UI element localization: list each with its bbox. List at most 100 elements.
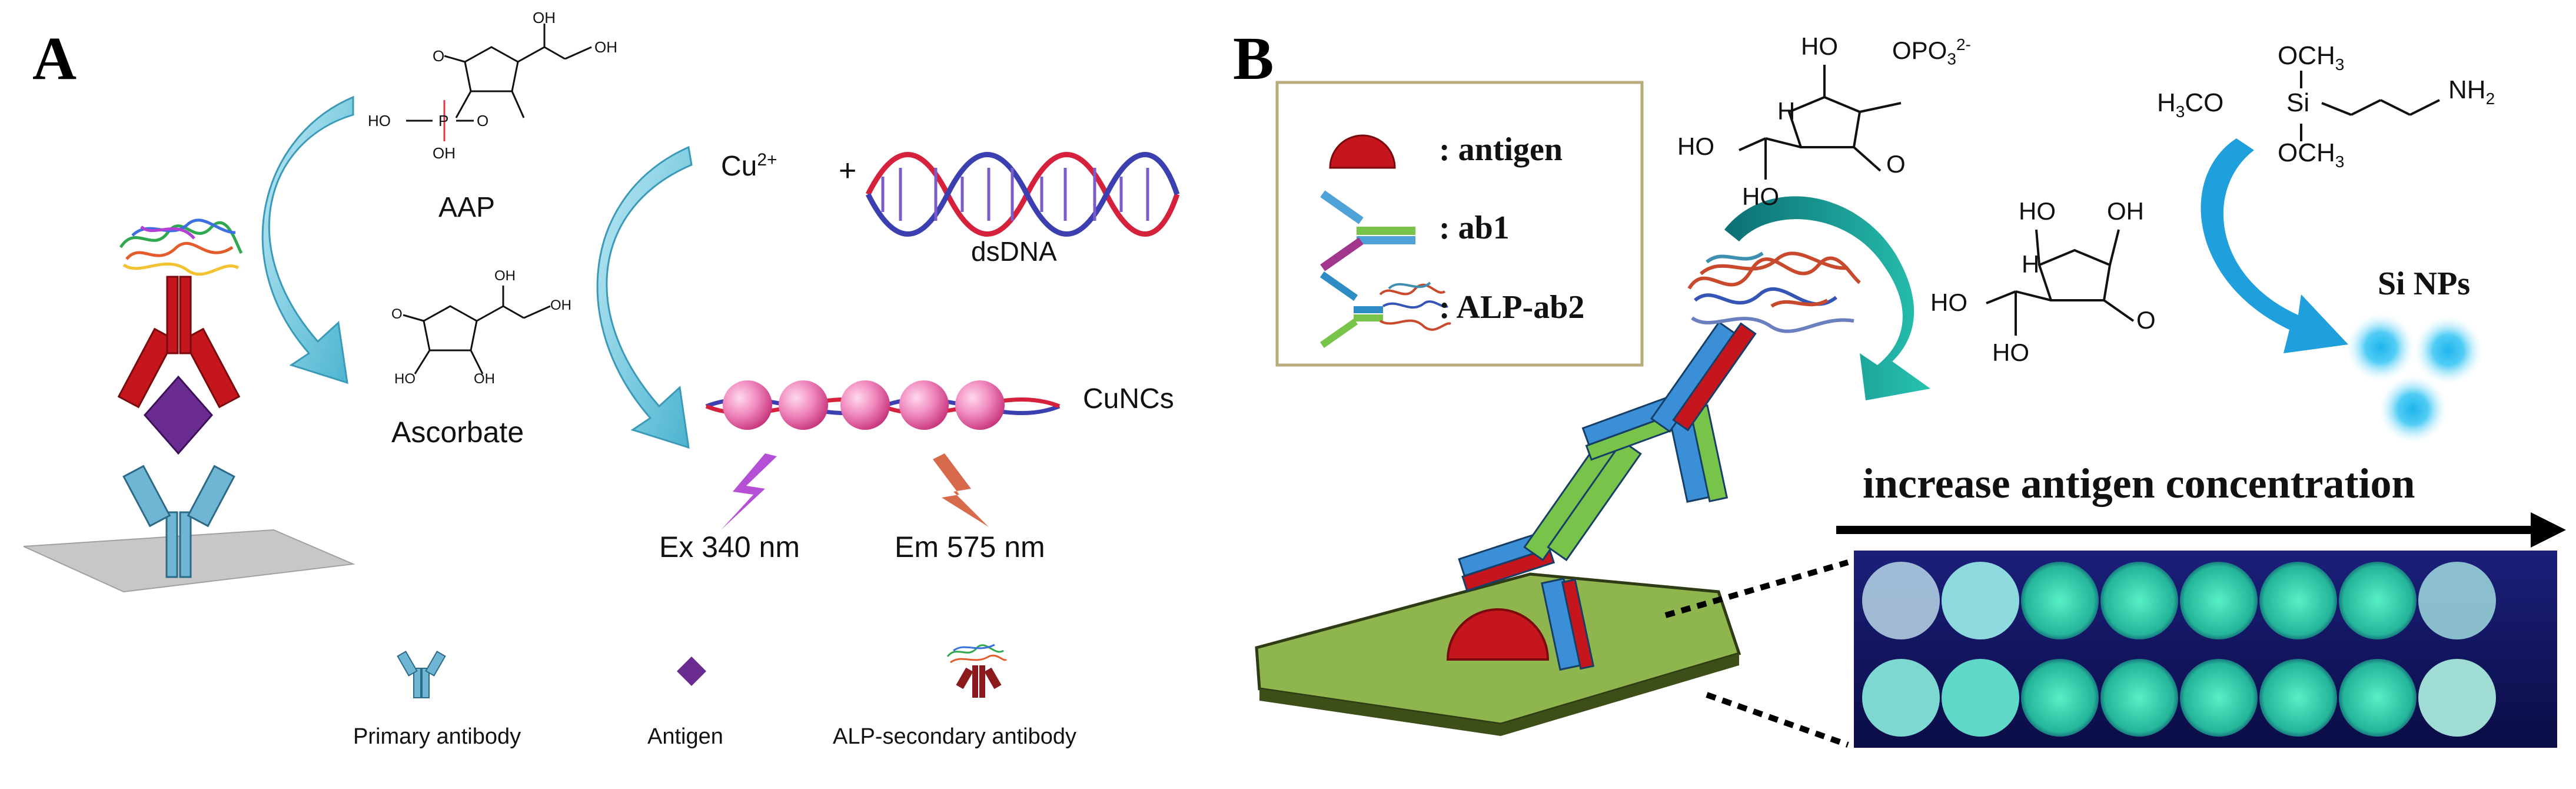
ascb-h: H — [2022, 250, 2040, 278]
ascorbate-structure-a — [403, 286, 551, 374]
legend-box-b — [1275, 81, 1644, 367]
zoom-line-bottom — [1706, 692, 1849, 748]
primary-antibody-capture — [122, 465, 235, 578]
curved-arrow-2 — [596, 145, 693, 449]
aap-ho: HO — [368, 112, 391, 130]
silane-nh2-text: NH — [2448, 75, 2486, 104]
silane-och3-bottom-text: OCH — [2278, 138, 2335, 167]
aapb-opo3-sub: 3 — [1947, 49, 1956, 68]
si-np — [2346, 313, 2415, 382]
legend-antigen-halfdisc — [1329, 134, 1396, 169]
legend-antigen-label: Antigen — [647, 724, 723, 749]
ascb-o: O — [2136, 306, 2156, 334]
silane-h3co: H3CO — [2157, 88, 2223, 121]
silane-h3co-sub: 3 — [2175, 102, 2185, 121]
cuncs-chain — [705, 380, 1061, 430]
cuncs-bead — [779, 380, 828, 430]
secondary-antibody-red — [117, 276, 241, 409]
curved-arrow-1 — [261, 95, 354, 384]
legend-ab1-icon — [1320, 190, 1415, 271]
em-label: Em 575 nm — [895, 531, 1045, 563]
ascorbate-structure-b — [1986, 229, 2135, 336]
alp-ab2-sandwich — [1581, 321, 1757, 503]
cuncs-bead — [840, 380, 890, 430]
legend-b-alp-ab2: : ALP-ab2 — [1439, 289, 1585, 326]
ex-label: Ex 340 nm — [659, 531, 800, 563]
silane-h3co-h: H — [2157, 88, 2176, 117]
asc-oh-2: OH — [550, 297, 571, 313]
aap-oh-top-2: OH — [594, 38, 617, 56]
legend-b-ab1: : ab1 — [1439, 210, 1510, 246]
ascb-ho-left: HO — [1930, 289, 1967, 316]
cu-charge: 2+ — [757, 150, 777, 170]
legend-b-antigen: : antigen — [1439, 131, 1563, 168]
well-row-bottom — [1862, 659, 2496, 737]
asc-ho: HO — [394, 371, 416, 387]
silane-h3co-rest: CO — [2185, 88, 2224, 117]
legend-primary-antibody-icon — [397, 651, 446, 698]
dsdna-helix — [865, 152, 1180, 237]
silane-och3-top-sub: 3 — [2335, 55, 2345, 74]
well-row-top — [1862, 562, 2496, 639]
ascb-ho-lower: HO — [1992, 339, 2029, 366]
aap-oh-bottom: OH — [433, 144, 456, 162]
legend-alp-secondary-label: ALP-secondary antibody — [833, 724, 1077, 749]
aapb-ho-lower: HO — [1742, 183, 1779, 210]
antigen-on-plate — [1446, 608, 1550, 661]
silane-och3-bottom-sub: 3 — [2335, 152, 2345, 171]
aapb-ho-left: HO — [1677, 132, 1714, 160]
concentration-caption: increase antigen concentration — [1863, 460, 2415, 507]
teal-arrow — [1724, 196, 1930, 400]
aapb-o: O — [1886, 150, 1906, 178]
silane-nh2: NH2 — [2448, 75, 2495, 108]
dsdna-label: dsDNA — [971, 236, 1057, 267]
aapb-opo3-sup: 2- — [1956, 35, 1971, 54]
cu-text: Cu — [721, 151, 757, 182]
silane-och3-top-text: OCH — [2278, 41, 2335, 70]
si-nps-label: Si NPs — [2378, 266, 2471, 302]
excitation-bolt — [721, 453, 777, 530]
silane-och3-top: OCH3 — [2278, 41, 2344, 74]
concentration-arrowhead — [2531, 512, 2566, 548]
silane-si: Si — [2286, 88, 2310, 117]
ascorbate-label: Ascorbate — [391, 416, 524, 449]
si-np — [2414, 316, 2482, 384]
panel-b-letter: B — [1233, 25, 1274, 92]
panel-a-letter: A — [32, 25, 77, 92]
ascb-ho: HO — [2019, 197, 2056, 225]
ascb-oh: OH — [2107, 197, 2144, 225]
legend-alp-secondary-icon — [946, 644, 1008, 698]
asc-o: O — [391, 306, 403, 322]
asc-oh-3: OH — [474, 371, 495, 387]
aap-structure-b — [1739, 65, 1902, 180]
cuncs-label: CuNCs — [1083, 383, 1174, 415]
legend-primary-label: Primary antibody — [353, 724, 521, 749]
aapb-h: H — [1777, 97, 1796, 125]
aapb-opo3: OPO32- — [1892, 35, 1971, 68]
cuncs-bead — [723, 380, 772, 430]
alp-enzyme-blob — [119, 218, 243, 276]
silane-structure — [2300, 71, 2440, 141]
legend-antigen-icon — [677, 657, 706, 686]
si-np — [2379, 375, 2447, 443]
aap-structure — [406, 24, 592, 138]
emission-bolt — [933, 453, 989, 527]
cuncs-bead — [899, 380, 949, 430]
cuncs-bead — [955, 380, 1005, 430]
asc-oh-1: OH — [494, 268, 516, 284]
aap-p: P — [438, 112, 449, 130]
aapb-ho-top: HO — [1801, 32, 1838, 60]
si-arrow — [2201, 138, 2348, 353]
silane-och3-bottom: OCH3 — [2278, 138, 2344, 171]
aap-o-left: O — [433, 47, 445, 65]
alp-enzyme-b — [1687, 251, 1861, 333]
silane-nh2-sub: 2 — [2485, 89, 2495, 108]
antigen-diamond — [144, 375, 213, 455]
aap-o-p: O — [477, 112, 489, 130]
aap-label: AAP — [438, 192, 496, 223]
cu-ion-label: Cu2+ — [721, 150, 777, 183]
legend-alp-ab2-icon — [1319, 271, 1451, 348]
aapb-opo3-text: OPO — [1892, 37, 1947, 64]
aap-oh-top-1: OH — [533, 9, 556, 26]
